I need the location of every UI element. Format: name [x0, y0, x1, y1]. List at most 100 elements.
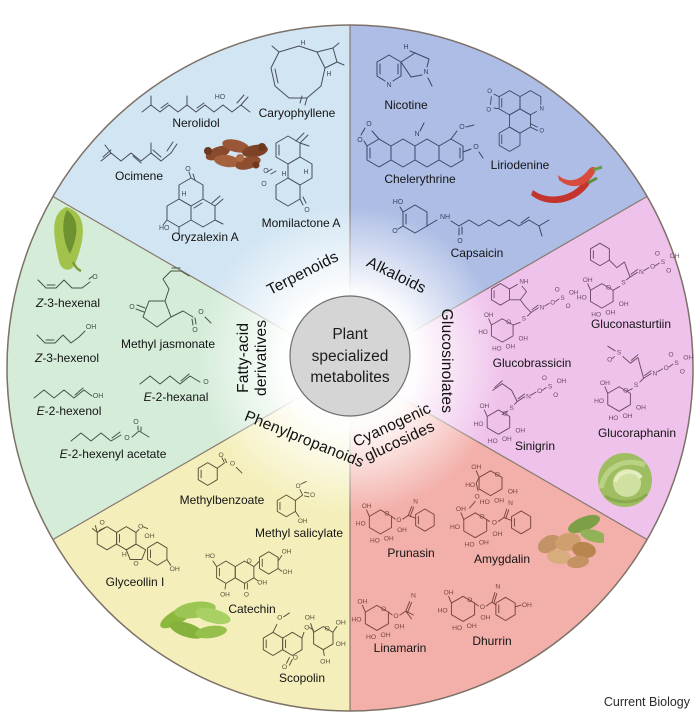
svg-text:O: O [293, 654, 298, 661]
center-title: Plant specialized metabolites [310, 326, 390, 387]
svg-text:O: O [198, 309, 204, 316]
svg-text:O: O [396, 517, 401, 524]
svg-text:N: N [508, 500, 513, 507]
svg-text:H: H [281, 171, 286, 178]
svg-text:OH: OH [298, 518, 308, 525]
svg-text:O: O [473, 144, 479, 151]
almonds-photo [537, 514, 604, 568]
svg-text:O: O [394, 613, 399, 620]
compound-label: Nicotine [384, 98, 428, 112]
svg-text:H: H [181, 191, 186, 198]
compound-e-2-hexenol: OH E-2-hexenol [33, 384, 104, 418]
svg-text:O: O [247, 558, 252, 565]
svg-text:S: S [634, 382, 639, 389]
oryzalexin-a-structure: O H HO [159, 166, 224, 235]
dhurrin-structure: O N OH [436, 584, 532, 633]
compound-methyl-salicylate: O O OH Methyl salicylate [248, 480, 350, 540]
compound-glyceollin-i: O O O OH OH H Glyceollin I [90, 515, 180, 589]
svg-text:O: O [277, 615, 282, 622]
svg-text:OH: OH [144, 533, 154, 540]
svg-text:O: O [366, 121, 372, 128]
methylbenzoate-structure: O O [197, 452, 243, 486]
compound-label: Glucoraphanin [597, 426, 677, 440]
svg-text:O: O [304, 207, 310, 214]
compound-capsaicin: HO O NH O Capsaicin [392, 198, 561, 260]
svg-text:H: H [403, 44, 408, 51]
svg-text:S: S [621, 280, 626, 287]
nerolidol-structure: HO [141, 94, 251, 113]
compound-label: Linamarin [373, 641, 427, 655]
compound-methyl-jasmonate: O O O Methyl jasmonate [119, 263, 217, 351]
compound-z-3-hexenol: OH Z-3-hexenol [32, 321, 102, 365]
svg-text:HO: HO [205, 553, 215, 560]
compound-label: Nerolidol [172, 116, 220, 130]
compound-label: Catechin [228, 602, 276, 616]
compound-label: Caryophyllene [258, 106, 336, 120]
compound-e-2-hexanal: O E-2-hexanal [139, 370, 211, 404]
svg-text:O: O [357, 137, 363, 144]
chili-peppers-photo [531, 165, 603, 204]
svg-text:OH: OH [93, 393, 104, 400]
compound-prunasin: O N Prunasin [355, 496, 454, 560]
plant-metabolites-figure: Terpenoids Alkaloids Glucosinolates Cyan… [0, 18, 700, 719]
compound-ocimene: Ocimene [97, 137, 181, 183]
svg-text:N: N [414, 131, 419, 138]
methyl-jasmonate-structure: O O O [129, 267, 212, 334]
svg-text:O: O [607, 356, 612, 363]
svg-text:H: H [300, 40, 305, 47]
svg-text:OH: OH [282, 549, 292, 556]
svg-text:N: N [495, 584, 500, 591]
compound-label: Sinigrin [514, 439, 556, 453]
z-3-hexenal-structure: O [37, 274, 98, 289]
compound-label: Ocimene [114, 169, 164, 183]
svg-text:O: O [244, 591, 249, 598]
svg-text:N: N [411, 593, 416, 600]
center-hub [289, 295, 411, 417]
svg-text:N: N [413, 498, 418, 505]
compound-oryzalexin-a: O H HO Oryzalexin A [159, 166, 251, 244]
e-2-hexenol-structure: OH [33, 387, 104, 400]
compound-liriodenine: N O O O Liriodenine [483, 84, 557, 172]
methyl-salicylate-structure: O O OH [276, 480, 315, 525]
svg-text:O: O [230, 460, 235, 467]
caryophyllene-structure: HH [270, 40, 345, 106]
svg-text:OH: OH [170, 566, 180, 573]
cloves-photo [204, 139, 268, 170]
compound-label: Liriodenine [490, 158, 550, 172]
sector-title-fatty-acid-derivatives: Fatty-acid derivatives [235, 313, 271, 403]
svg-text:H: H [122, 552, 127, 559]
cabbage-photo [598, 453, 652, 507]
compound-label: Z-3-hexenal [35, 296, 101, 310]
catechin-structure: HO O OH OH OH OH O [205, 549, 292, 599]
svg-text:O: O [129, 304, 135, 311]
compound-glucoraphanin: S O S Glucoraphanin [593, 340, 694, 440]
compound-linamarin: O N Linamarin [350, 589, 434, 655]
e-2-hexenyl-acetate-structure: O O [70, 419, 150, 442]
svg-text:NH: NH [519, 279, 529, 286]
nicotine-structure: N N H [376, 44, 433, 89]
ocimene-structure [100, 141, 178, 164]
compound-label: Z-3-hexenol [34, 351, 100, 365]
svg-text:OH: OH [336, 620, 346, 627]
compound-z-3-hexenal: O Z-3-hexenal [33, 270, 103, 310]
compound-label: Gluconasturtiin [590, 317, 672, 331]
svg-text:H: H [303, 169, 308, 176]
svg-text:O: O [263, 168, 269, 175]
svg-text:O: O [185, 166, 191, 173]
svg-text:O: O [261, 181, 267, 188]
svg-text:O: O [133, 419, 139, 426]
svg-text:O: O [457, 238, 463, 245]
fatty-line1: Fatty-acid [235, 322, 253, 393]
glucoraphanin-structure: S O S [593, 345, 694, 423]
z-3-hexenol-structure: OH [36, 324, 96, 344]
compound-label: E-2-hexenol [36, 404, 102, 418]
compound-label: Glyceollin I [105, 575, 165, 589]
sector-title-glucosinolates: Glucosinolates [437, 308, 455, 414]
svg-text:O: O [203, 379, 209, 386]
compound-chelerythrine: O O N O O Chelerythrine [357, 118, 484, 186]
compound-nerolidol: HO Nerolidol [136, 90, 256, 130]
compound-e-2-hexenyl-acetate: O O E-2-hexenyl acetate [55, 419, 171, 461]
svg-text:N: N [540, 107, 544, 113]
svg-text:O: O [218, 452, 223, 459]
